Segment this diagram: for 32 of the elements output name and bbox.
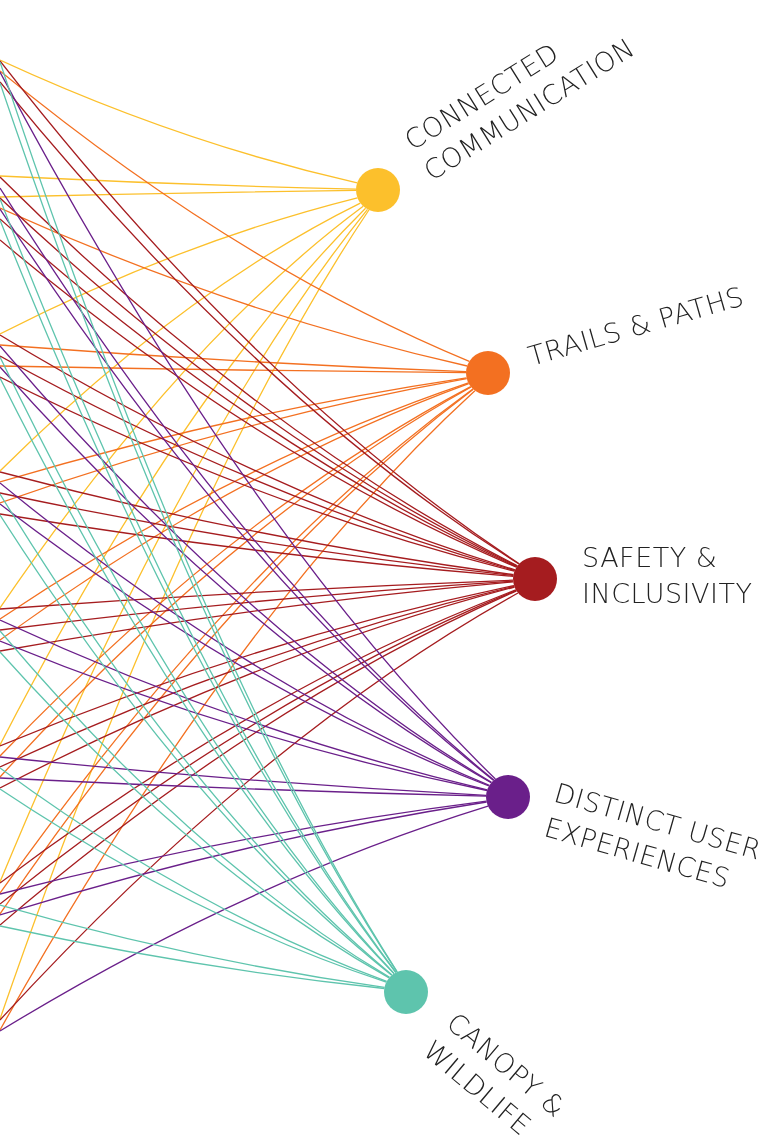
connector-line xyxy=(0,59,358,184)
connector-line xyxy=(0,205,364,609)
connector-line xyxy=(0,70,470,363)
connector-line xyxy=(0,805,489,1032)
connector-line xyxy=(0,378,468,504)
connector-line xyxy=(0,377,468,483)
connector-line xyxy=(0,197,359,335)
connector-line xyxy=(0,801,488,916)
connector-line xyxy=(0,471,515,576)
connector-line xyxy=(0,207,468,367)
connector-line xyxy=(0,581,514,652)
connector-line xyxy=(0,390,476,1031)
node-label: TRAILS & PATHS xyxy=(524,279,749,374)
connector-line xyxy=(0,71,497,780)
connector-line xyxy=(0,756,487,796)
connector-line xyxy=(0,492,514,577)
connector-line xyxy=(0,580,514,631)
connector-line xyxy=(0,513,514,577)
connector-line xyxy=(0,592,519,1021)
connector-line xyxy=(0,925,385,990)
connector-line xyxy=(0,175,357,190)
connector-line xyxy=(0,202,361,472)
connector-line xyxy=(0,777,487,797)
connector-line xyxy=(0,365,467,374)
node-label: SAFETY & INCLUSIVITY xyxy=(582,541,754,611)
connector-line xyxy=(0,800,488,895)
connector-line xyxy=(0,344,467,373)
connector-line xyxy=(0,208,369,883)
connector-line xyxy=(0,579,514,610)
connector-line xyxy=(0,207,367,746)
connector-line xyxy=(0,189,357,198)
connector-line xyxy=(0,904,386,989)
